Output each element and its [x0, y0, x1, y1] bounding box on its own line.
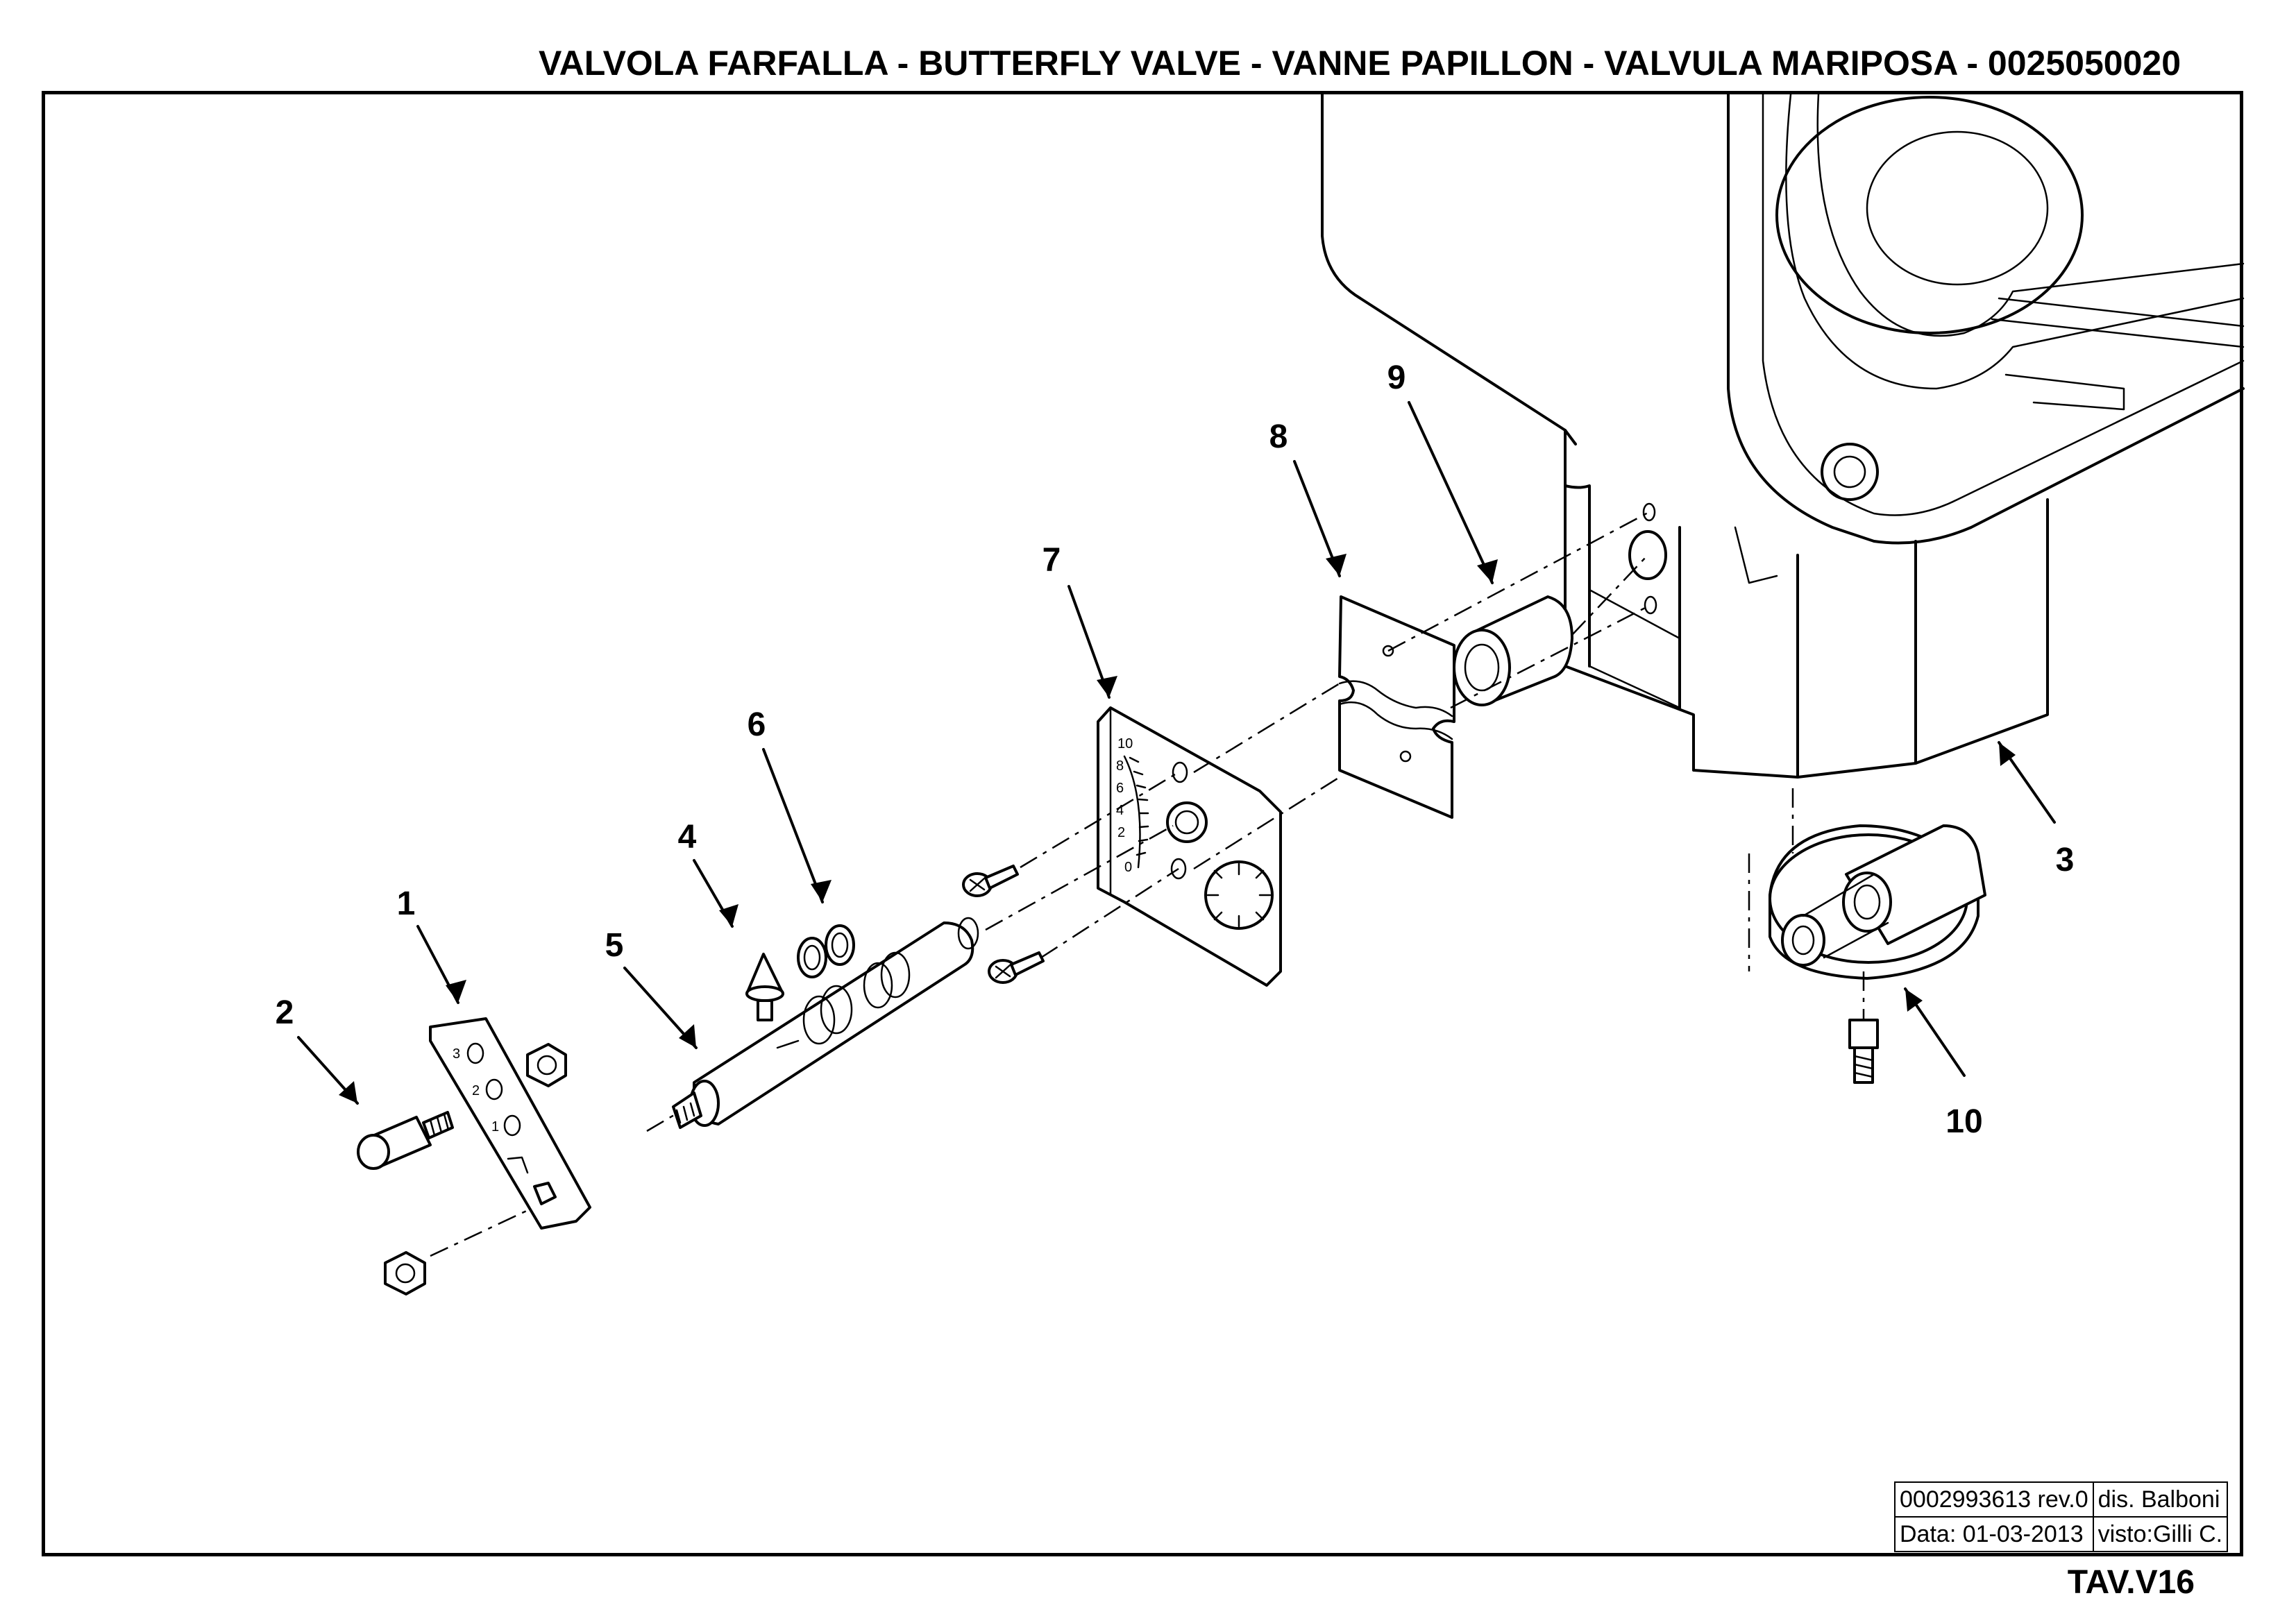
o-rings-part-6	[797, 924, 855, 978]
callout-6: 6	[748, 706, 766, 743]
screw-lower	[988, 951, 1045, 984]
callout-2: 2	[276, 994, 294, 1031]
callout-3: 3	[2056, 842, 2075, 878]
dial-mark-6: 6	[1116, 781, 1124, 796]
drawn-by: dis. Balboni	[2092, 1481, 2229, 1518]
callout-9: 9	[1387, 359, 1406, 396]
plate-mark-1: 1	[491, 1119, 499, 1135]
callout-8: 8	[1269, 418, 1288, 455]
plate-mark-3: 3	[453, 1046, 460, 1062]
callout-10: 10	[1945, 1103, 1982, 1140]
spacer-part-2	[357, 1111, 454, 1170]
valve-body-part-3	[1321, 93, 2245, 779]
dial-mark-4: 4	[1116, 803, 1124, 818]
scale-plate-part-7	[1097, 706, 1282, 987]
gasket-part-8	[1338, 595, 1455, 819]
indicator-plate-part-1	[429, 1017, 591, 1230]
dial-mark-2: 2	[1117, 825, 1125, 840]
plate-mark-2: 2	[472, 1083, 480, 1098]
drawing-title: VALVOLA FARFALLA - BUTTERFLY VALVE - VAN…	[538, 44, 2181, 83]
callout-1: 1	[397, 885, 416, 922]
callout-7: 7	[1043, 542, 1061, 579]
checked-by: visto:Gilli C.	[2092, 1516, 2229, 1552]
pointer-part-4	[745, 953, 784, 1021]
callout-leaders	[297, 401, 2056, 1105]
drawing-date: Data: 01-03-2013	[1894, 1516, 2094, 1552]
dial-mark-8: 8	[1116, 758, 1124, 774]
callout-5: 5	[605, 927, 624, 964]
screw-upper	[962, 865, 1019, 897]
dial-mark-10: 10	[1117, 736, 1133, 751]
drawing-frame	[42, 91, 2243, 1556]
shaft-part-5	[672, 917, 979, 1129]
bushing-part-9	[1453, 595, 1573, 706]
dial-mark-0: 0	[1124, 860, 1132, 875]
title-block: 0002993613 rev.0 dis. Balboni Data: 01-0…	[1894, 1481, 2229, 1552]
sheet-id: TAV.V16	[2067, 1564, 2195, 1601]
doc-code: 0002993613 rev.0	[1894, 1481, 2094, 1518]
nut-upper	[526, 1043, 567, 1087]
nut-lower	[384, 1251, 426, 1295]
callout-4: 4	[678, 819, 697, 856]
lever-part-10	[1769, 824, 1986, 1084]
